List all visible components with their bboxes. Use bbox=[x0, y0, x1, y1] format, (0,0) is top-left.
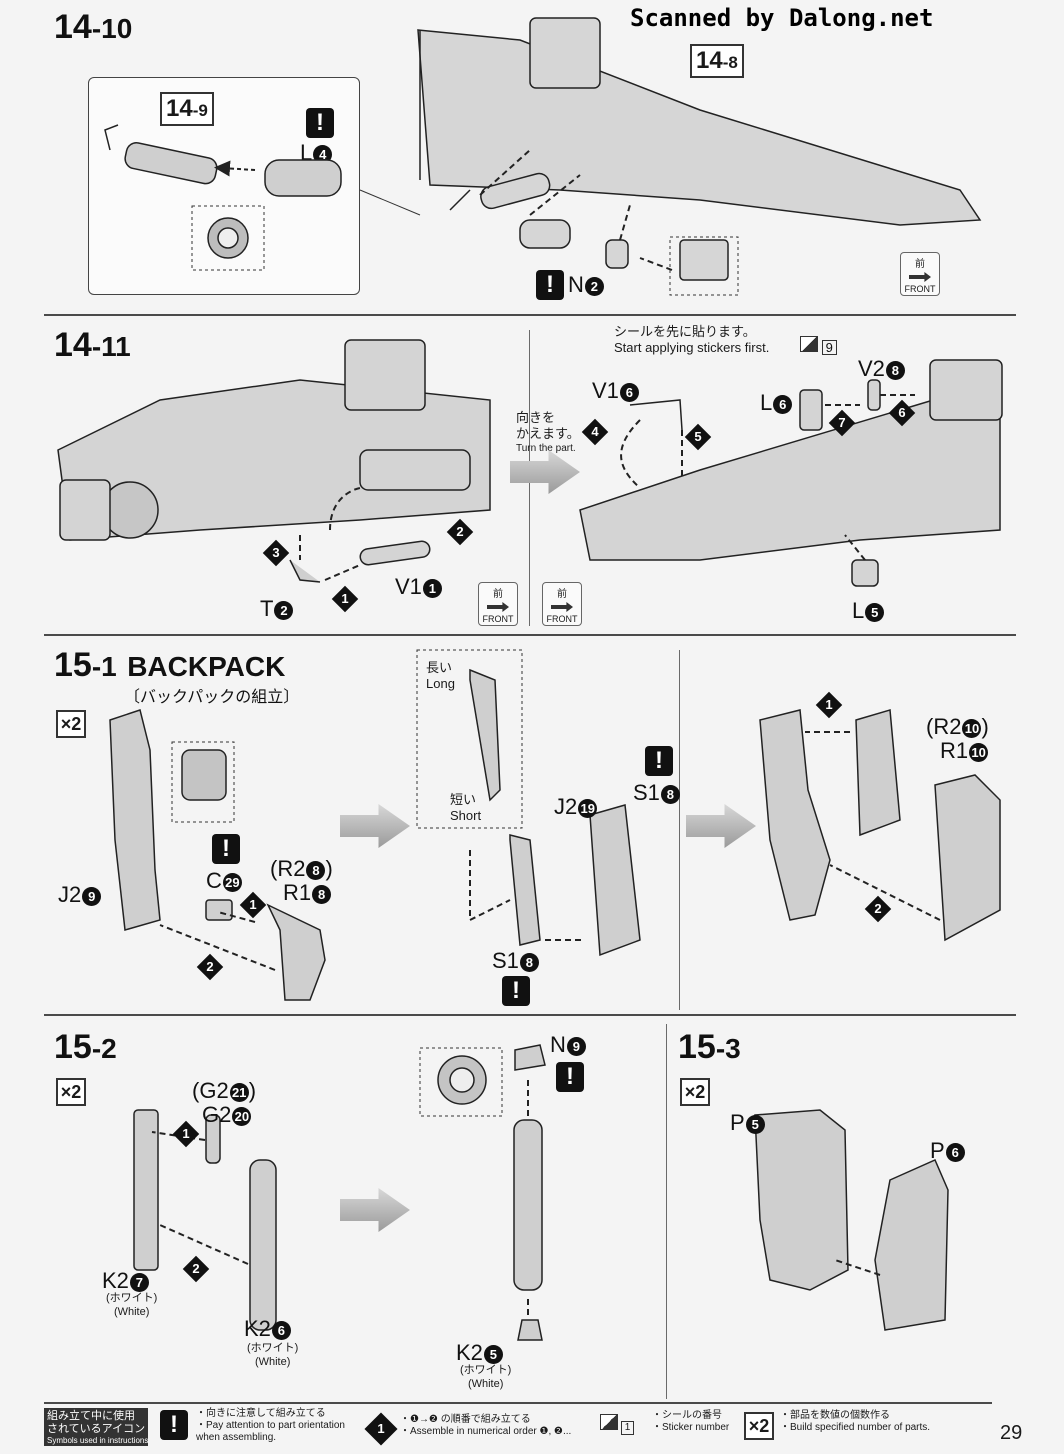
sticker-number-badge: 9 bbox=[800, 336, 837, 355]
step-number-2: 2 bbox=[866, 897, 890, 921]
step-number-6: 6 bbox=[890, 401, 914, 425]
step-number-7: 7 bbox=[830, 411, 854, 435]
quantity-x2-badge: ×2 bbox=[680, 1078, 710, 1106]
warning-icon: ! bbox=[306, 108, 334, 138]
legend-attention: ・向きに注意して組み立てる ・Pay attention to part ori… bbox=[196, 1408, 345, 1443]
step-number-1: 1 bbox=[241, 893, 265, 917]
step-14-10-illustration bbox=[104, 17, 982, 296]
legend-title: 組み立て中に使用 されているアイコン Symbols used in instr… bbox=[44, 1408, 148, 1446]
section-divider bbox=[44, 1014, 1016, 1016]
step-15-1-illustration bbox=[109, 649, 1001, 1001]
step-number-4: 4 bbox=[583, 420, 607, 444]
sticker-icon: 1 bbox=[600, 1414, 635, 1452]
step-15-1-subtitle: 〔バックパックの組立〕 bbox=[124, 689, 300, 706]
step-15-3-heading: 15-3 bbox=[678, 1028, 741, 1066]
quantity-x2-icon: ×2 bbox=[744, 1412, 774, 1440]
column-divider bbox=[679, 650, 680, 1010]
step-number-1: 1 bbox=[333, 587, 357, 611]
legend-sticker: ・シールの番号 ・Sticker number bbox=[652, 1410, 730, 1433]
section-divider bbox=[44, 634, 1016, 636]
warning-icon: ! bbox=[556, 1062, 584, 1092]
step-15-2-illustration bbox=[133, 1044, 949, 1341]
section-divider bbox=[44, 314, 1016, 316]
step-15-2-heading: 15-2 bbox=[54, 1028, 117, 1066]
color-note-white: (ホワイト)(White) bbox=[460, 1364, 512, 1390]
step-15-1-heading: 15-1 BACKPACK bbox=[54, 646, 286, 684]
step-number-2: 2 bbox=[448, 520, 472, 544]
warning-icon: ! bbox=[212, 834, 240, 864]
warning-icon: ! bbox=[502, 976, 530, 1006]
ref-14-9: 14-9 bbox=[160, 92, 214, 126]
step-number-3: 3 bbox=[264, 541, 288, 565]
legend-order: ・❶→❷ の順番で組み立てる ・Assemble in numerical or… bbox=[400, 1414, 572, 1437]
quantity-x2-badge: ×2 bbox=[56, 710, 86, 738]
color-note-white: (ホワイト)(White) bbox=[247, 1342, 299, 1368]
watermark: Scanned by Dalong.net bbox=[630, 4, 934, 32]
quantity-x2-badge: ×2 bbox=[56, 1078, 86, 1106]
color-note-white: (ホワイト)(White) bbox=[106, 1292, 158, 1318]
step-14-11-heading: 14-11 bbox=[54, 326, 131, 364]
step-14-10-heading: 14-10 bbox=[54, 8, 133, 46]
step-15-1-title: BACKPACK bbox=[127, 651, 286, 682]
legend-count: ・部品を数値の個数作る ・Build specified number of p… bbox=[780, 1410, 931, 1433]
step-number-2: 2 bbox=[184, 1257, 208, 1281]
warning-icon: ! bbox=[536, 270, 564, 300]
page-number: 29 bbox=[1000, 1422, 1023, 1444]
step-14-11-illustration bbox=[57, 339, 1003, 587]
sticker-first-note: シールを先に貼ります。Start applying stickers first… bbox=[614, 324, 770, 356]
icon-legend-footer: 組み立て中に使用 されているアイコン Symbols used in instr… bbox=[44, 1402, 992, 1446]
column-divider bbox=[666, 1024, 667, 1399]
ref-14-8: 14-8 bbox=[690, 44, 744, 78]
warning-icon: ! bbox=[645, 746, 673, 776]
step-number-2: 2 bbox=[198, 955, 222, 979]
warning-icon: ! bbox=[160, 1410, 188, 1440]
order-icon: 1 bbox=[366, 1414, 396, 1444]
step-number-1: 1 bbox=[817, 693, 841, 717]
step-number-5: 5 bbox=[686, 425, 710, 449]
step-number-1: 1 bbox=[174, 1122, 198, 1146]
turn-part-note: 向きをかえます。Turn the part. bbox=[516, 410, 580, 454]
